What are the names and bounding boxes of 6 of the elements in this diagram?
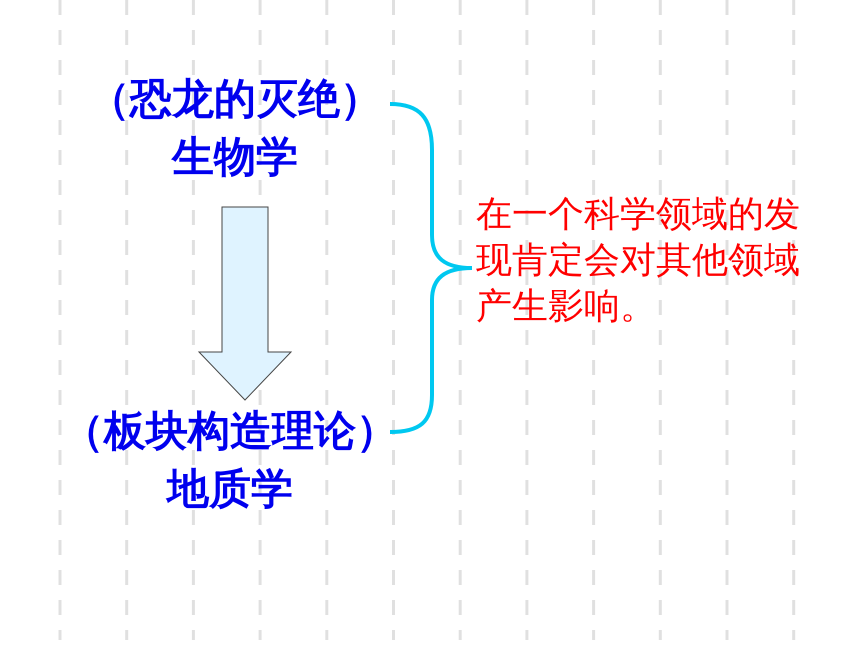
topic-label: （恐龙的灭绝） bbox=[87, 73, 383, 125]
topic-label: 地质学 bbox=[164, 463, 294, 515]
topic-label: （板块构造理论） bbox=[61, 405, 399, 457]
topic-label: 生物学 bbox=[170, 131, 299, 183]
note-text: 在一个科学领域的发现肯定会对其他领域产生影响。 bbox=[476, 193, 801, 329]
block-arrow bbox=[198, 206, 292, 401]
